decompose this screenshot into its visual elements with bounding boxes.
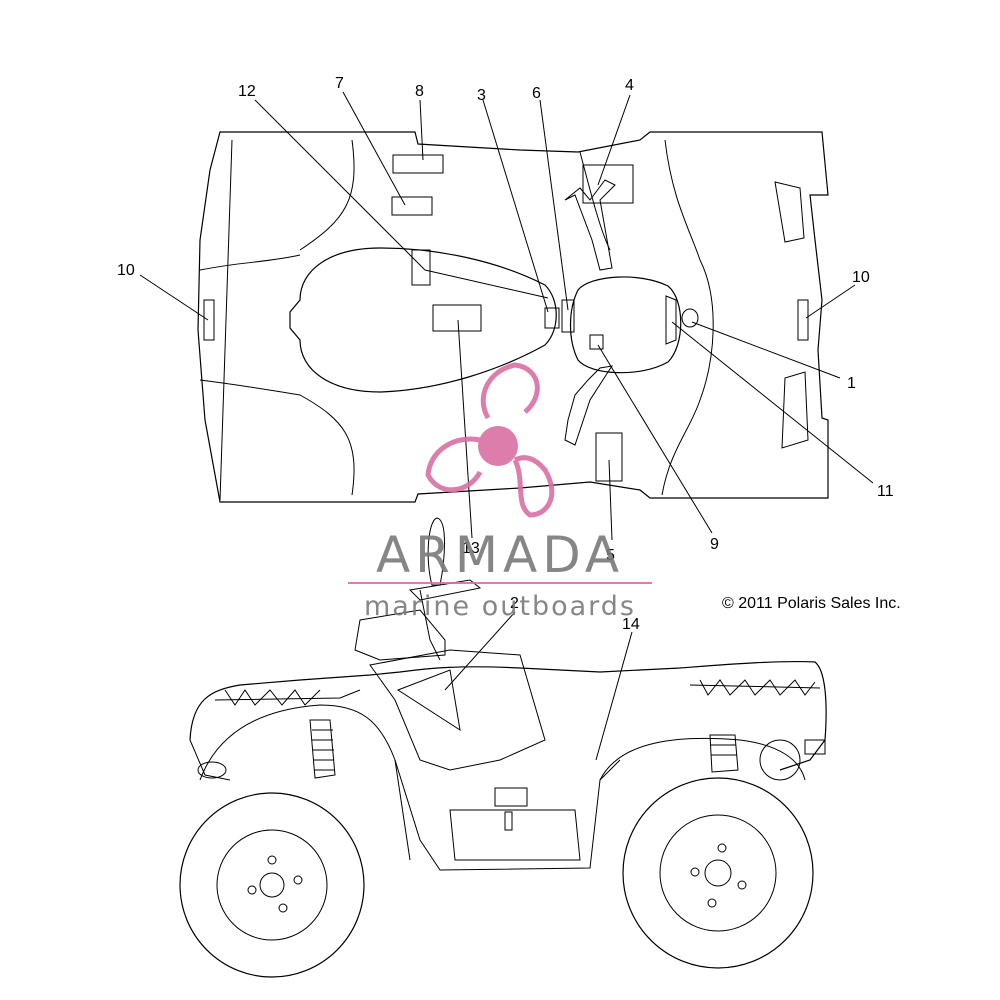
watermark-subtitle: marine outboards [364, 591, 636, 622]
callout-10-left: 10 [117, 262, 135, 279]
callout-9: 9 [710, 536, 719, 553]
callout-14: 14 [622, 616, 640, 633]
decal-10-left [203, 299, 215, 341]
armada-watermark: ARMADA marine outboards [348, 362, 652, 622]
watermark-title: ARMADA [376, 526, 624, 584]
callout-7: 7 [335, 75, 344, 92]
callout-11: 11 [877, 483, 894, 500]
decal-8 [392, 154, 444, 174]
callout-3: 3 [477, 87, 486, 104]
propeller-logo [425, 362, 555, 518]
decal-13 [432, 304, 482, 332]
front-wheel [179, 792, 365, 978]
seat-outline [289, 247, 557, 393]
callout-13: 13 [462, 540, 480, 557]
propeller-hub [478, 426, 518, 466]
rear-wheel [622, 777, 814, 969]
decal-4 [582, 164, 634, 204]
decal-7 [391, 196, 433, 216]
rear-shock [709, 734, 739, 773]
callout-4: 4 [625, 77, 634, 94]
decal-2 [396, 669, 461, 732]
decal-3 [544, 307, 560, 329]
mirror [427, 517, 445, 586]
atv-top-view [139, 91, 874, 541]
fuel-tank-outline [569, 276, 682, 374]
callout-1: 1 [847, 375, 856, 392]
decal-9 [589, 334, 604, 350]
callout-2: 2 [510, 595, 519, 612]
decal-side-panel [494, 787, 528, 807]
decal-12 [411, 249, 431, 286]
handlebar-lower [564, 365, 614, 446]
copyright-notice: © 2011 Polaris Sales Inc. [722, 595, 901, 612]
handlebar-upper [564, 179, 616, 271]
decal-10-right [797, 299, 809, 341]
callout-10-right: 10 [852, 269, 870, 286]
atv-side-view [179, 517, 827, 978]
decal-6 [561, 299, 575, 333]
steering-column [419, 589, 441, 661]
decal-5 [595, 432, 623, 482]
callout-8: 8 [415, 83, 424, 100]
callout-6: 6 [532, 85, 541, 102]
callout-5: 5 [606, 547, 615, 564]
callout-12: 12 [238, 83, 256, 100]
front-shock [309, 719, 336, 779]
